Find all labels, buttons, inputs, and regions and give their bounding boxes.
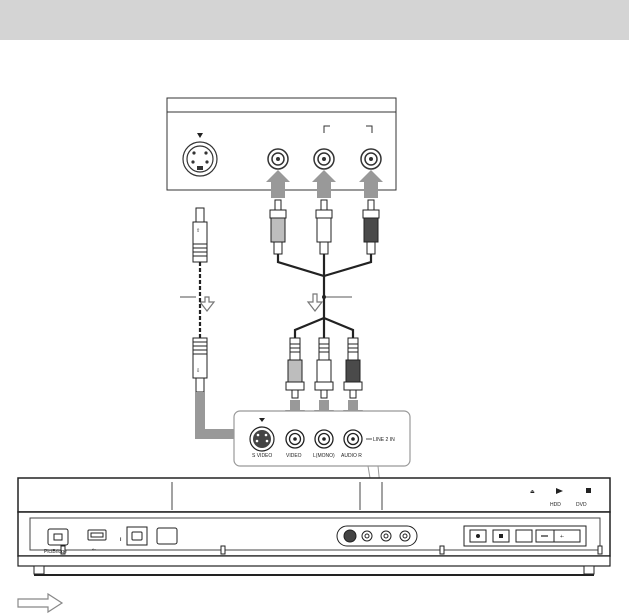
usb-icon: ⇠ xyxy=(92,547,96,553)
blank-button[interactable] xyxy=(516,530,532,542)
svg-text:⇩: ⇩ xyxy=(196,368,200,374)
signal-flow-arrows xyxy=(200,294,322,311)
bottom-plug-red xyxy=(344,338,362,398)
eject-icon[interactable]: ⏏ xyxy=(530,489,535,495)
control-buttons: +· xyxy=(464,526,586,546)
front-av-jacks xyxy=(337,526,417,546)
plus-button[interactable]: +· xyxy=(560,534,565,540)
source-audio-r-jack xyxy=(361,149,381,169)
bottom-plug-white xyxy=(315,338,333,398)
stop-icon[interactable] xyxy=(586,488,591,493)
line-2-in-label: LINE 2 IN xyxy=(373,437,395,443)
video-label: VIDEO xyxy=(286,453,302,459)
pictbridge-usb-port[interactable] xyxy=(48,529,68,545)
audio-l-label: L(MONO) xyxy=(313,453,335,459)
hdd-label: HDD xyxy=(550,502,561,508)
audio-r-label: AUDIO R xyxy=(341,453,362,459)
top-plug-red xyxy=(363,200,379,254)
dvd-label: DVD xyxy=(576,502,587,508)
bottom-plug-yellow xyxy=(286,338,304,398)
recorder-audio-l-jack xyxy=(315,430,333,448)
signal-flow-legend-arrow xyxy=(18,594,62,612)
recorder-s-video-jack xyxy=(250,427,274,451)
source-audio-l-jack xyxy=(314,149,334,169)
line-2-in-panel: LINE 2 IN S VIDEO VIDEO L(MONO) AUDIO R xyxy=(234,411,410,466)
top-plug-yellow xyxy=(270,200,286,254)
pictbridge-label: PictBridge xyxy=(44,549,67,555)
recorder-audio-r-jack xyxy=(344,430,362,448)
recorder-video-jack xyxy=(286,430,304,448)
s-video-label: S VIDEO xyxy=(252,453,272,459)
top-plug-white xyxy=(316,200,332,254)
front-cover-button[interactable] xyxy=(157,528,177,544)
svg-text:⇧: ⇧ xyxy=(196,228,200,234)
source-video-jack xyxy=(268,149,288,169)
